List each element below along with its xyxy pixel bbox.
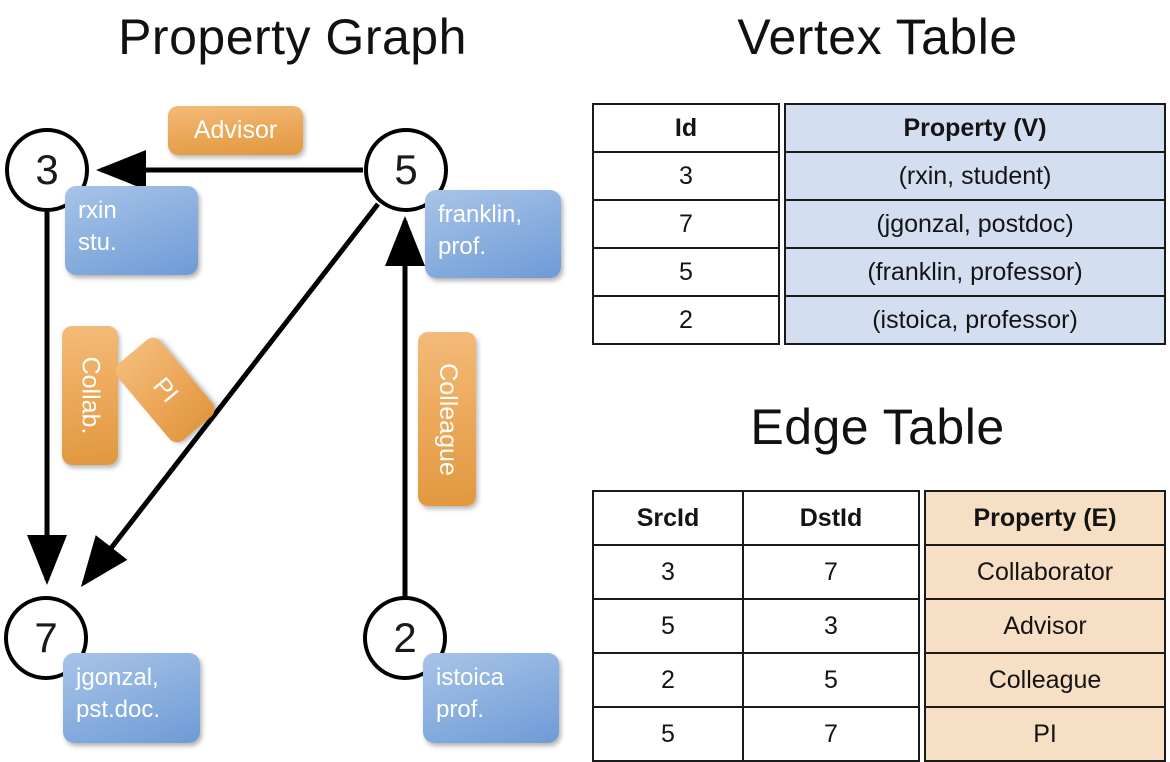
edge-table: SrcId DstId Property (E) 3 7 Collaborato…	[592, 490, 1166, 762]
edge-cell-property: Advisor	[924, 598, 1166, 654]
node-property-box-rxin[interactable]: rxin stu.	[65, 186, 198, 275]
edge-cell-srcid: 5	[592, 706, 744, 762]
edge-label-pi-text: PI	[147, 371, 184, 408]
edge-label-colleague[interactable]: Colleague	[418, 332, 476, 506]
edge-table-header-property: Property (E)	[924, 490, 1166, 546]
vertex-table-column-gap	[779, 248, 785, 296]
table-row[interactable]: 7 (jgonzal, postdoc)	[592, 199, 1166, 249]
vertex-cell-id: 3	[592, 151, 780, 201]
graph-edge-lines	[27, 150, 425, 596]
table-row[interactable]: 3 7 Collaborator	[592, 544, 1166, 600]
edge-label-colleague-text: Colleague	[433, 362, 462, 476]
edge-label-collab-text: Collab.	[76, 356, 105, 435]
vertex-table-column-gap	[779, 152, 785, 200]
table-row[interactable]: 5 (franklin, professor)	[592, 247, 1166, 297]
node-property-franklin-line2: prof.	[438, 232, 487, 260]
vertex-table: Id Property (V) 3 (rxin, student) 7 (jgo…	[592, 103, 1166, 345]
edge-cell-dstid: 7	[742, 706, 920, 762]
edge-table-header-srcid: SrcId	[592, 490, 744, 546]
node-property-istoica-line2: prof.	[436, 695, 485, 723]
graph-node-5-label: 5	[394, 146, 418, 193]
node-property-jgonzal-line2: pst.doc.	[76, 695, 161, 723]
edge-cell-dstid: 5	[742, 652, 920, 708]
edge-cell-dstid: 7	[742, 544, 920, 600]
page-title-vertex-table: Vertex Table	[737, 9, 1018, 65]
page-title-edge-table: Edge Table	[750, 399, 1005, 455]
property-graph-diagram: 3 5 7 2 rxin stu. franklin, prof. jgonza…	[0, 0, 585, 760]
vertex-cell-property: (jgonzal, postdoc)	[784, 199, 1166, 249]
graph-node-7-label: 7	[34, 614, 58, 661]
edge-cell-property: PI	[924, 706, 1166, 762]
edge-cell-srcid: 5	[592, 598, 744, 654]
vertex-cell-id: 2	[592, 295, 780, 345]
vertex-table-column-gap	[779, 296, 785, 344]
graph-node-3-label: 3	[35, 146, 59, 193]
vertex-table-header-row: Id Property (V)	[592, 103, 1166, 153]
edge-table-column-gap	[919, 545, 925, 599]
edge-cell-srcid: 2	[592, 652, 744, 708]
edge-table-column-gap	[919, 653, 925, 707]
node-property-box-jgonzal[interactable]: jgonzal, pst.doc.	[63, 653, 200, 743]
node-property-rxin-line2: stu.	[78, 228, 117, 256]
node-property-box-franklin[interactable]: franklin, prof.	[425, 190, 561, 278]
edge-cell-dstid: 3	[742, 598, 920, 654]
node-property-jgonzal-line1: jgonzal,	[76, 664, 159, 691]
vertex-table-column-gap	[779, 200, 785, 248]
edge-cell-property: Colleague	[924, 652, 1166, 708]
vertex-cell-property: (franklin, professor)	[784, 247, 1166, 297]
edge-table-column-gap	[919, 599, 925, 653]
node-property-box-istoica[interactable]: istoica prof.	[423, 653, 559, 743]
edge-line-pi	[80, 202, 380, 587]
graph-node-2[interactable]: 2	[363, 596, 447, 680]
node-property-franklin-line1: franklin,	[438, 201, 523, 228]
vertex-table-column-gap	[779, 104, 785, 152]
vertex-cell-id: 7	[592, 199, 780, 249]
table-row[interactable]: 2 (istoica, professor)	[592, 295, 1166, 345]
table-row[interactable]: 5 7 PI	[592, 706, 1166, 762]
edge-table-header-row: SrcId DstId Property (E)	[592, 490, 1166, 546]
edge-label-advisor-text: Advisor	[193, 116, 278, 144]
node-property-istoica-line1: istoica	[436, 664, 505, 691]
edge-table-header-dstid: DstId	[742, 490, 920, 546]
page-title-property-graph: Property Graph	[118, 9, 467, 65]
table-row[interactable]: 3 (rxin, student)	[592, 151, 1166, 201]
table-row[interactable]: 5 3 Advisor	[592, 598, 1166, 654]
graph-node-5[interactable]: 5	[364, 128, 448, 212]
table-row[interactable]: 2 5 Colleague	[592, 652, 1166, 708]
vertex-table-header-property: Property (V)	[784, 103, 1166, 153]
edge-label-advisor[interactable]: Advisor	[168, 106, 303, 155]
edge-label-collab[interactable]: Collab.	[62, 326, 118, 465]
vertex-cell-id: 5	[592, 247, 780, 297]
graph-node-2-label: 2	[393, 614, 417, 661]
edge-table-column-gap	[919, 707, 925, 761]
vertex-cell-property: (istoica, professor)	[784, 295, 1166, 345]
edge-cell-srcid: 3	[592, 544, 744, 600]
edge-cell-property: Collaborator	[924, 544, 1166, 600]
vertex-cell-property: (rxin, student)	[784, 151, 1166, 201]
node-property-rxin-line1: rxin	[78, 197, 117, 224]
vertex-table-header-id: Id	[592, 103, 780, 153]
edge-table-column-gap	[919, 491, 925, 545]
